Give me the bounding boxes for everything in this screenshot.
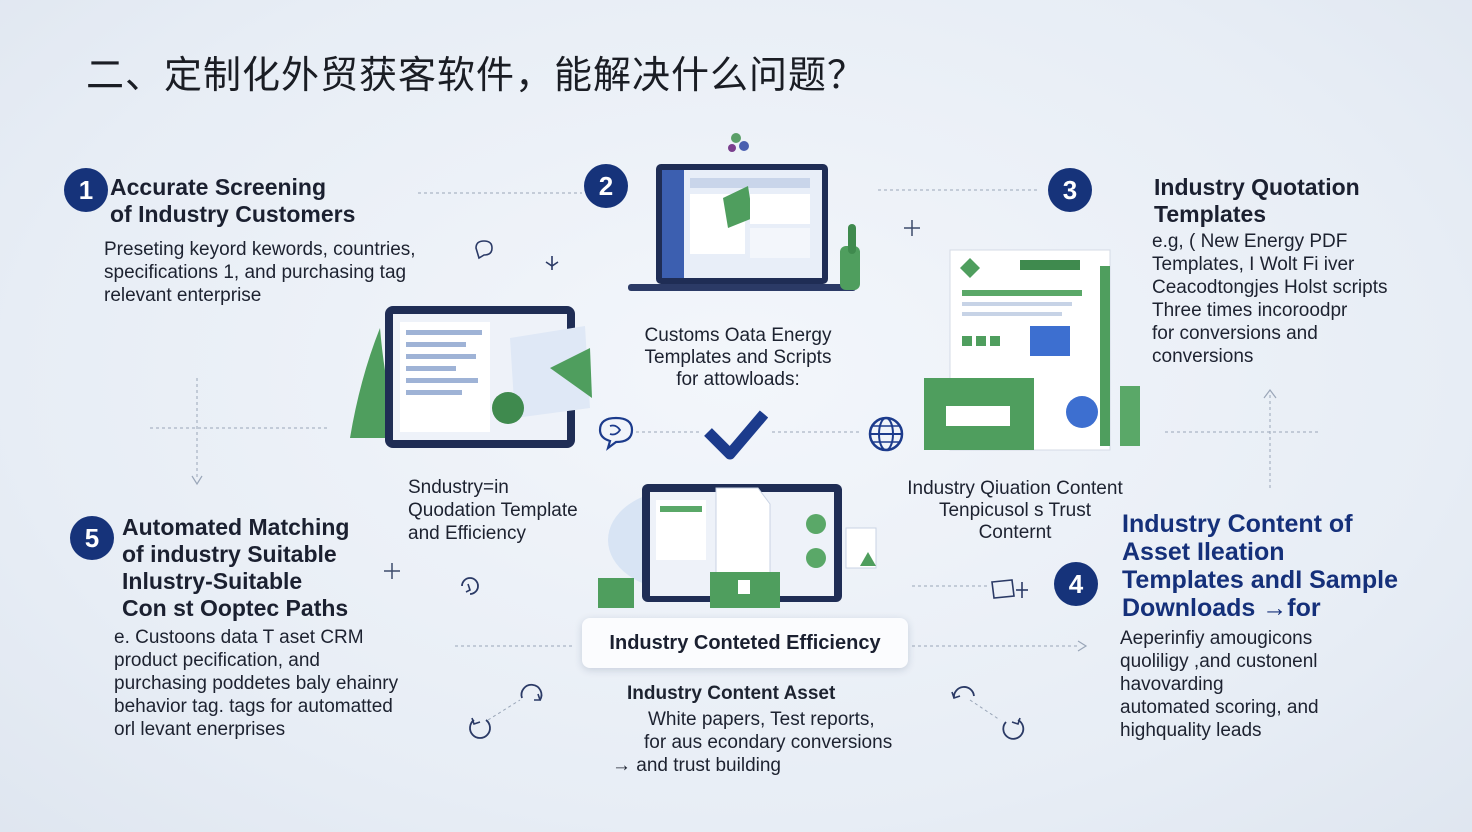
step-5-body-line: purchasing poddetes baly ehainry [114,673,399,694]
step-4-heading: Industry Content of Asset Ileation Templ… [1122,510,1398,622]
quotation-content-line: Industry Qiuation Content [907,478,1123,499]
step-badge-1: 1 [64,168,108,212]
step-5-heading-line: Inlustry-Suitable [122,568,303,594]
globe-icon [868,416,904,452]
laptop-icon [598,484,877,608]
refresh-icon [1002,717,1025,740]
document-icon [350,306,592,448]
step-badge-4: 4 [1054,562,1098,606]
step-4-body-line: Aeperinfiy amougicons [1120,628,1313,649]
step-4-heading-line: Asset Ileation [1122,538,1285,566]
step-4-heading-line: Downloads →for [1122,594,1321,622]
step-3-body-line: for conversions and [1152,323,1318,344]
page-title: 二、定制化外贸获客软件，能解决什么问题？ [86,53,867,97]
content-asset-line: White papers, Test reports, [648,709,875,730]
sindustry-label-line: Quodation Template [408,500,578,521]
step-5-heading: Automated Matching of industry Suitable … [122,514,349,622]
step-5-body-line: orl levant enerprises [114,719,286,740]
step-3-body-line: e.g, ( New Energy PDF [1152,231,1348,252]
step-5-heading-line: of industry Suitable [122,541,337,567]
step-4-body-line: automated scoring, and [1120,697,1319,718]
quotation-content-line: Tenpicusol s Trust [938,500,1092,521]
step-3-heading: Industry Quotation Templates [1154,174,1360,228]
refresh-icon [520,683,543,701]
customs-label-line: for attowloads: [676,369,800,390]
step-5-body-line: e. Custoons data T aset CRM [114,627,364,648]
step-4-body: Aeperinfiy amougicons quoliligy ,and cus… [1120,627,1319,742]
step-5-heading-line: Automated Matching [122,514,350,540]
step-1-body-line: Preseting keyord kewords, countries, [104,239,416,260]
customs-label-line: Customs Oata Energy [644,325,832,346]
customs-data-label: Customs Oata Energy Templates and Script… [618,325,858,391]
step-4-body-line: quoliligy ,and custonenl [1120,651,1318,672]
plant-icon [545,256,559,270]
step-4-heading-line: Templates andI Sample [1122,566,1399,594]
step-1-heading: Accurate Screening of Industry Customers [110,174,355,228]
step-3-heading-line: Templates [1154,201,1267,227]
step-badge-2: 2 [584,164,628,208]
document-icon [991,579,1028,599]
step-badge-5: 5 [70,516,114,560]
sindustry-label-line: and Efficiency [408,523,526,544]
refresh-icon [951,686,975,700]
step-3-body-line: Three times incoroodpr [1152,300,1348,321]
step-1-heading-line: of Industry Customers [110,201,356,227]
content-asset-body: White papers, Test reports, for aus econ… [612,708,892,777]
step-4-body-line: havovarding [1120,674,1224,695]
step-4-heading-line: Industry Content of [1122,510,1353,538]
step-1-body-line: specifications 1, and purchasing tag [104,262,407,283]
refresh-icon [469,717,491,739]
chat-bubble-icon [598,416,634,451]
refresh-icon [461,577,479,595]
step-3-heading-line: Industry Quotation [1154,174,1360,200]
chat-bubble-icon [475,240,493,260]
sindustry-label: Sndustry=in Quodation Template and Effic… [408,476,578,545]
customs-label-line: Templates and Scripts [644,347,832,368]
step-5-body-line: product pecification, and [114,650,320,671]
step-4-body-line: highquality leads [1120,720,1262,741]
step-3-body-line: conversions [1152,346,1254,367]
checkmark-icon [704,410,768,460]
step-5-body-line: behavior tag. tags for automatted [114,696,393,717]
step-1-body: Preseting keyord kewords, countries, spe… [104,238,416,307]
step-3-body-line: Ceacodtongjes Holst scripts [1152,277,1388,298]
content-asset-title: Industry Content Asset [627,683,836,704]
quotation-content-label: Industry Qiuation Content Tenpicusol s T… [890,478,1140,544]
document-icon [924,249,1140,451]
step-5-body: e. Custoons data T aset CRM product peci… [114,626,398,741]
step-badge-3: 3 [1048,168,1092,212]
step-5-heading-line: Con st Ooptec Paths [122,595,349,621]
laptop-icon [628,133,860,291]
content-asset-line: for aus econdary conversions [644,732,893,753]
quotation-content-line: Conternt [978,522,1052,543]
step-3-body: e.g, ( New Energy PDF Templates, I Wolt … [1152,230,1388,368]
sindustry-label-line: Sndustry=in [408,477,509,498]
step-1-heading-line: Accurate Screening [110,174,327,200]
efficiency-box: Industry Conteted Efficiency [582,618,908,668]
content-asset-line: → and trust building [612,755,781,776]
step-1-body-line: relevant enterprise [104,285,262,306]
step-3-body-line: Templates, I Wolt Fi iver [1152,254,1355,275]
